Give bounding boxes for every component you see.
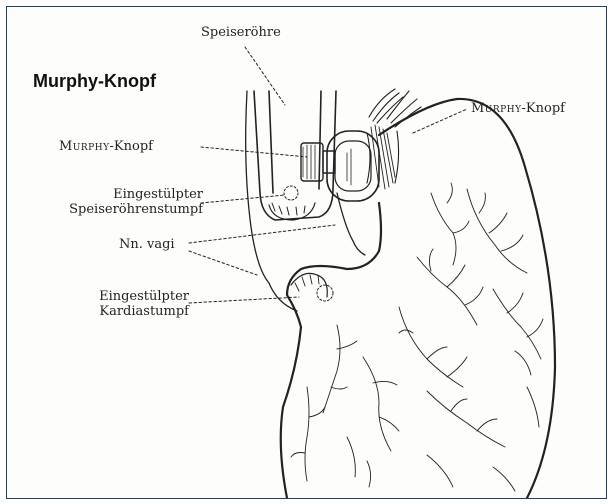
murphy-button-left-half xyxy=(301,143,335,181)
leader-lines xyxy=(189,47,467,303)
ligated-vessels xyxy=(367,89,421,189)
murphy-name-right: Murphy xyxy=(471,101,522,116)
label-murphy-knopf-right: Murphy-Knopf xyxy=(471,101,565,116)
stomach-vessels xyxy=(291,183,543,491)
knopf-suffix-right: -Knopf xyxy=(522,101,565,116)
label-murphy-knopf-left: Murphy-Knopf xyxy=(59,139,153,154)
label-kardiastumpf-line2: Kardiastumpf xyxy=(47,304,189,319)
figure-title: Murphy-Knopf xyxy=(33,71,156,92)
murphy-name-left: Murphy xyxy=(59,139,110,154)
stomach-outline xyxy=(281,99,555,498)
label-kardiastumpf: Eingestülpter Kardiastumpf xyxy=(47,289,189,319)
label-speiseroehre: Speiseröhre xyxy=(201,25,281,40)
knopf-suffix-left: -Knopf xyxy=(110,139,153,154)
label-nn-vagi: Nn. vagi xyxy=(119,237,175,252)
label-speiseroehrenstumpf-line1: Eingestülpter xyxy=(29,187,203,202)
label-speiseroehrenstumpf-line2: Speiseröhrenstumpf xyxy=(29,202,203,217)
anatomical-illustration: Murphy-Knopf Speiseröhre Murphy-Knopf Ei… xyxy=(6,6,607,499)
label-speiseroehrenstumpf: Eingestülpter Speiseröhrenstumpf xyxy=(29,187,203,217)
label-kardiastumpf-line1: Eingestülpter xyxy=(47,289,189,304)
